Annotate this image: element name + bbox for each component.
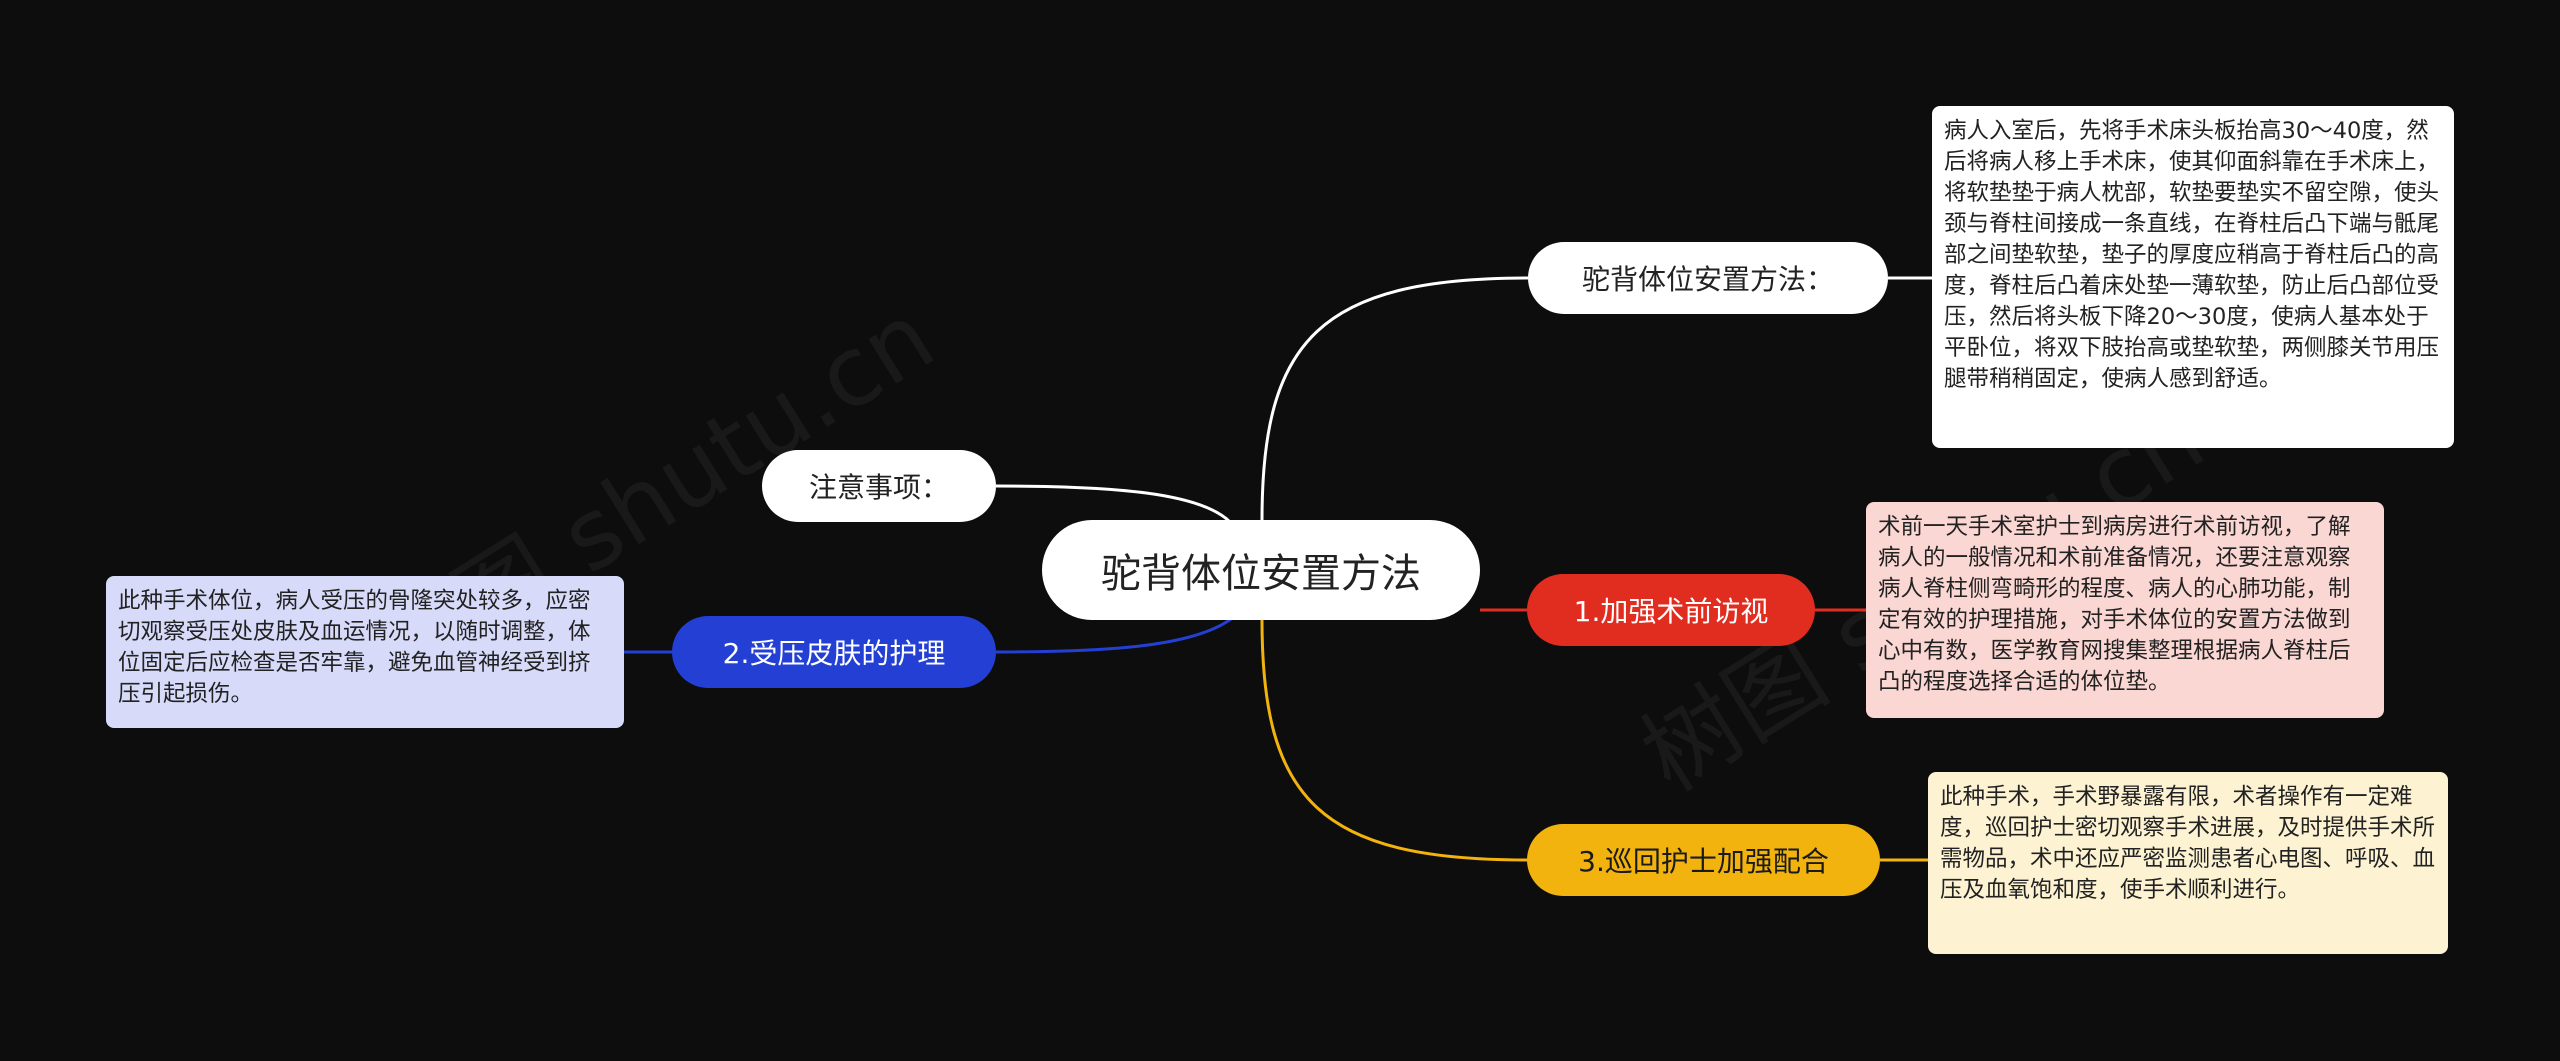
branch-method[interactable]: 驼背体位安置方法： [1528, 242, 1888, 314]
branch-nurse[interactable]: 3.巡回护士加强配合 [1527, 824, 1880, 896]
note-visit: 术前一天手术室护士到病房进行术前访视，了解病人的一般情况和术前准备情况，还要注意… [1866, 502, 2384, 718]
link-skin [995, 614, 1236, 654]
note-method: 病人入室后，先将手术床头板抬高30～40度，然后将病人移上手术床，使其仰面斜靠在… [1932, 106, 2454, 448]
note-nurse: 此种手术，手术野暴露有限，术者操作有一定难度，巡回护士密切观察手术进展，及时提供… [1928, 772, 2448, 954]
note-skin: 此种手术体位，病人受压的骨隆突处较多，应密切观察受压处皮肤及血运情况，以随时调整… [106, 576, 624, 728]
branch-skin[interactable]: 2.受压皮肤的护理 [672, 616, 996, 688]
branch-visit[interactable]: 1.加强术前访视 [1527, 574, 1815, 646]
link-attention [995, 484, 1232, 524]
root-topic[interactable]: 驼背体位安置方法 [1042, 520, 1480, 620]
link-nurse [1260, 619, 1528, 862]
link-method [1260, 276, 1529, 521]
branch-attention[interactable]: 注意事项： [762, 450, 996, 522]
